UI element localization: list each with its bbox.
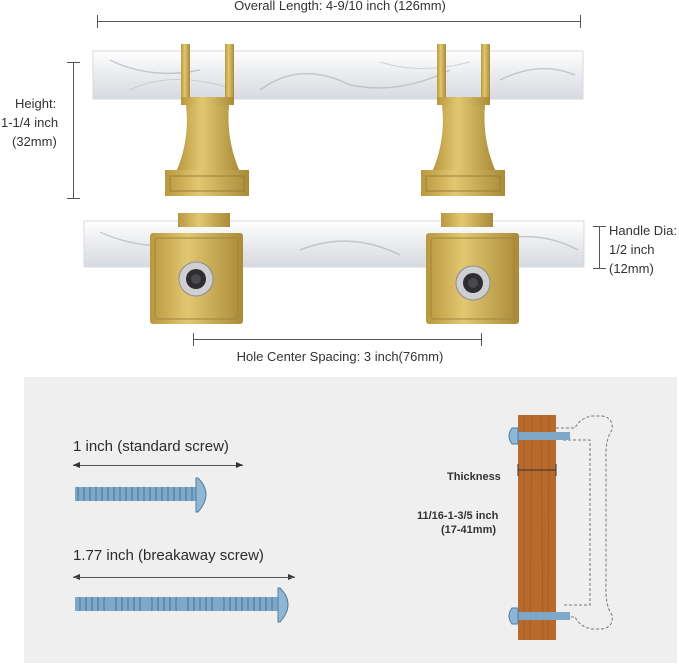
post-left bbox=[165, 44, 249, 196]
marble-bar-top bbox=[92, 50, 584, 100]
standard-screw-dim bbox=[73, 465, 243, 466]
handle-top-view bbox=[83, 213, 585, 324]
overall-length-line bbox=[98, 21, 580, 22]
breakaway-screw-label: 1.77 inch (breakaway screw) bbox=[73, 547, 264, 564]
breakaway-screw-dim bbox=[73, 577, 295, 578]
hole-spacing-tick-left bbox=[193, 333, 194, 346]
height-tick-top bbox=[67, 62, 80, 63]
height-line bbox=[73, 62, 74, 199]
hole-spacing-label: Hole Center Spacing: 3 inch(76mm) bbox=[236, 349, 444, 364]
height-label-1: Height: bbox=[15, 96, 57, 111]
handle-dia-tick-bottom bbox=[593, 268, 606, 269]
handle-dia-label-1: Handle Dia: bbox=[609, 223, 677, 238]
handle-side-view bbox=[92, 44, 584, 196]
handle-dia-label-3: (12mm) bbox=[609, 261, 654, 276]
overall-length-tick-right bbox=[580, 15, 581, 28]
thickness-value-2: (17-41mm) bbox=[441, 524, 497, 536]
overall-length-tick-left bbox=[97, 15, 98, 28]
thickness-label: Thickness bbox=[447, 471, 501, 483]
handle-dia-tick-top bbox=[593, 226, 606, 227]
standard-screw-label: 1 inch (standard screw) bbox=[73, 438, 229, 455]
handle-dia-line bbox=[599, 226, 600, 269]
base-left bbox=[150, 213, 243, 324]
height-tick-bottom bbox=[67, 198, 80, 199]
height-label-3: (32mm) bbox=[12, 134, 57, 149]
thickness-value-1: 11/16-1-3/5 inch bbox=[417, 510, 499, 522]
post-right bbox=[421, 44, 505, 196]
base-right bbox=[426, 213, 519, 324]
hole-spacing-line bbox=[194, 339, 482, 340]
handle-dia-label-2: 1/2 inch bbox=[609, 242, 655, 257]
overall-length-label: Overall Length: 4-9/10 inch (126mm) bbox=[180, 0, 500, 14]
height-label-2: 1-1/4 inch bbox=[1, 115, 59, 130]
handle-outline bbox=[556, 415, 613, 630]
hole-spacing-tick-right bbox=[481, 333, 482, 346]
